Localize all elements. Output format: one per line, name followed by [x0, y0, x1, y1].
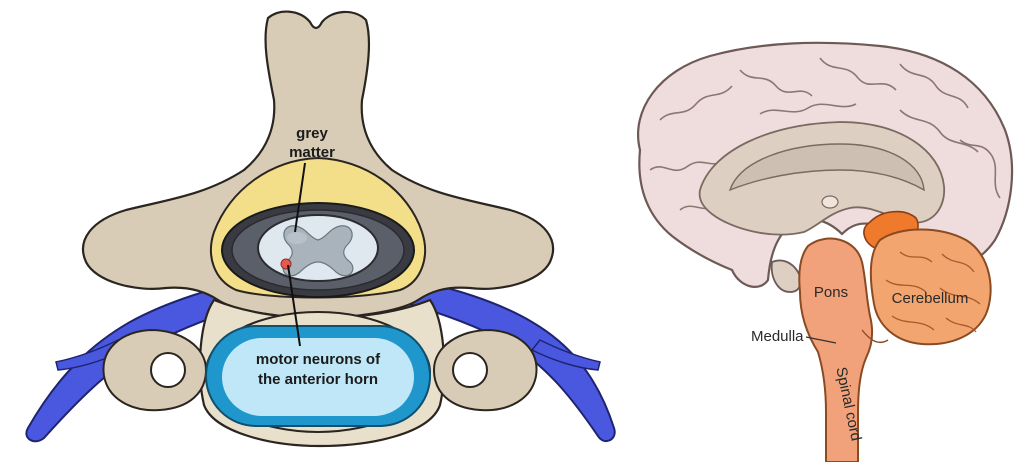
motor-neurons-label-line1: motor neurons of: [256, 351, 381, 368]
right-foramen: [453, 353, 487, 387]
grey-matter-smudge: [287, 232, 307, 244]
motor-neuron-dot: [281, 259, 291, 269]
pons-label: Pons: [814, 284, 848, 301]
medulla-label: Medulla: [751, 328, 804, 345]
thalamus-dot: [822, 196, 838, 208]
vertebra-cross-section: grey matter motor neurons of the anterio…: [26, 12, 614, 446]
brain-sagittal: Pons Cerebellum Medulla Spinal cord: [638, 43, 1012, 462]
grey-matter-label-line1: grey: [296, 125, 328, 142]
grey-matter-label-line2: matter: [289, 144, 335, 161]
left-foramen: [151, 353, 185, 387]
motor-neurons-label-line2: the anterior horn: [258, 371, 378, 388]
pituitary: [772, 260, 801, 292]
cerebellum-label: Cerebellum: [892, 290, 969, 307]
